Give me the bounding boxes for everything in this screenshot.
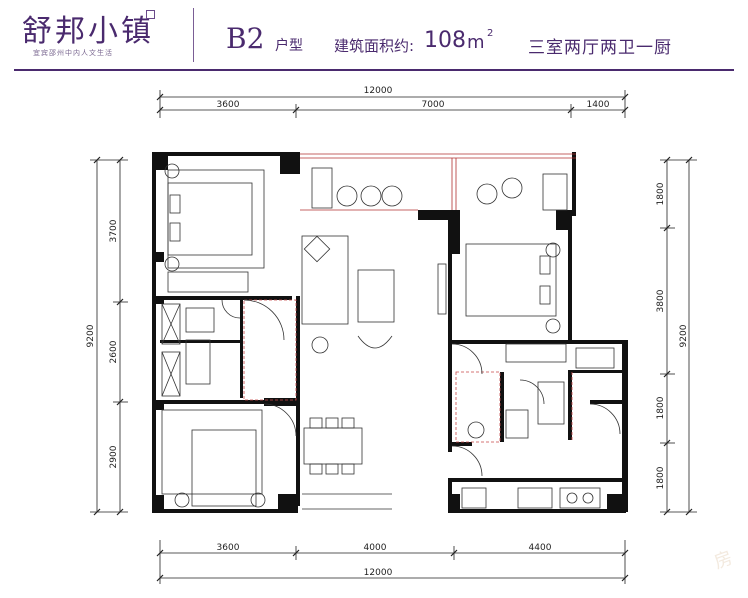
dim-top-seg-3: 1400	[587, 100, 610, 110]
model-code: B2	[226, 22, 265, 55]
dimension-ticks	[93, 93, 693, 582]
shower-1	[161, 303, 181, 345]
header-divider	[193, 8, 194, 62]
dim-right-seg-4: 1800	[656, 466, 666, 489]
dim-left-seg-3: 2900	[109, 445, 119, 468]
furniture	[161, 163, 615, 510]
walls	[152, 152, 628, 513]
dimension-lines	[90, 90, 697, 584]
brand-logo: 舒邦小镇	[22, 14, 154, 49]
dim-right-total: 9200	[679, 324, 689, 347]
sink	[517, 487, 553, 509]
dim-left-seg-2: 2600	[109, 340, 119, 363]
header: 舒邦小镇 宜宾邵州中内人文生活 B2 户型 建筑面积约: 108 m 2 三室两…	[0, 0, 748, 72]
wardrobe-3	[505, 343, 567, 363]
stove	[559, 487, 601, 509]
door-openings	[243, 299, 573, 443]
dim-bottom-total: 12000	[364, 568, 393, 578]
bed-1	[167, 182, 253, 256]
header-rule	[14, 69, 734, 71]
bed-3	[465, 243, 557, 317]
toilet-2	[505, 409, 529, 439]
dim-left-seg-1: 3700	[109, 219, 119, 242]
shower-2	[537, 381, 565, 425]
model-suffix: 户型	[275, 38, 303, 54]
area-label: 建筑面积约:	[334, 37, 415, 55]
dim-right-seg-2: 3800	[656, 289, 666, 312]
dim-top-total: 12000	[364, 86, 393, 96]
seal-icon	[146, 10, 155, 19]
floor-plan: 12000 3600 7000 1400 3600 4000 4400 1200…	[86, 86, 697, 584]
balcony	[300, 153, 576, 211]
bed-2	[191, 429, 257, 507]
dim-bottom-seg-3: 4400	[529, 543, 552, 553]
dim-top-seg-1: 3600	[217, 100, 240, 110]
armchair	[357, 335, 393, 349]
area-value: 108	[424, 28, 466, 53]
bed-1-zone	[167, 169, 265, 269]
dim-bottom-seg-1: 3600	[217, 543, 240, 553]
toilet-1	[185, 339, 211, 385]
wardrobe-1	[167, 271, 249, 293]
fridge	[461, 487, 487, 509]
dim-left-total: 9200	[86, 324, 96, 347]
sofa	[301, 235, 349, 325]
room-layout: 三室两厅两卫一厨	[528, 38, 672, 58]
dim-top-seg-2: 7000	[422, 100, 445, 110]
dim-right-seg-1: 1800	[656, 182, 666, 205]
dim-bottom-seg-2: 4000	[364, 543, 387, 553]
washbasin-1	[185, 307, 215, 333]
brand-tagline: 宜宾邵州中内人文生活	[33, 49, 113, 57]
dining-table	[303, 427, 363, 465]
door-swings	[221, 299, 621, 477]
area-unit: m	[467, 32, 485, 53]
area-unit-superscript: 2	[487, 28, 494, 39]
coffee-table	[357, 269, 395, 323]
water-heater	[575, 347, 615, 369]
dim-right-seg-3: 1800	[656, 396, 666, 419]
